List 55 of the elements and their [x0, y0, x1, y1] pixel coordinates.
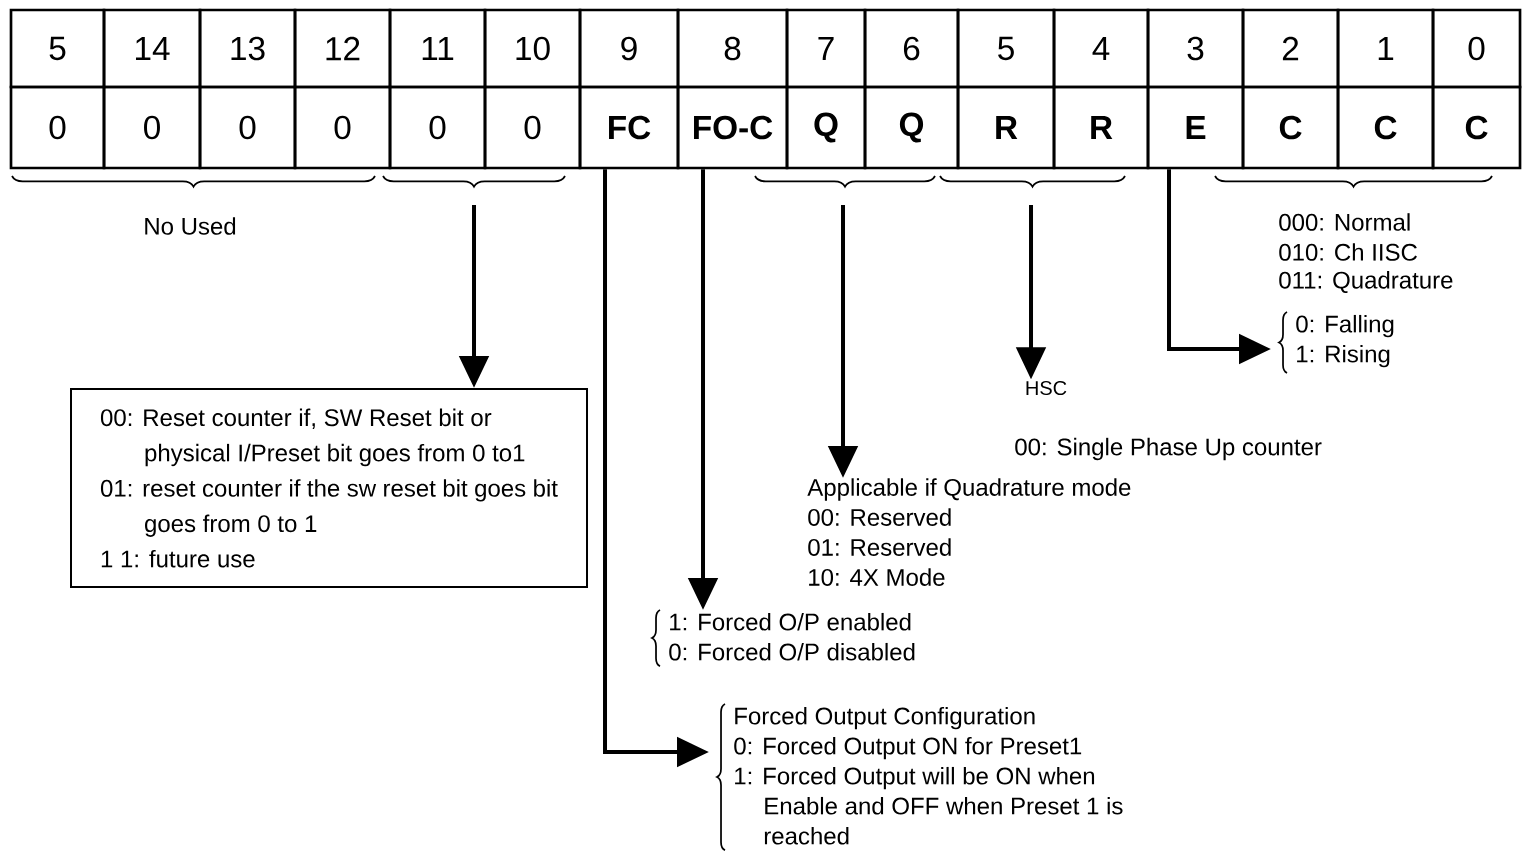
description-line: 1: Forced O/P enabled	[670, 612, 911, 631]
bit-number-cell: 5	[9, 8, 106, 89]
braced-note	[1278, 311, 1394, 374]
bit-number-cell: 2	[1241, 8, 1340, 89]
braced-note	[651, 609, 915, 668]
bit-value-cell: FO-C	[676, 85, 789, 170]
bit-value-cell: FC	[578, 85, 680, 170]
description-line: Applicable if Quadrature mode	[807, 478, 1131, 501]
bit-value-cell: 0	[102, 85, 202, 170]
description-line: Forced Output Configuration	[735, 706, 1035, 730]
bit-value-cell: C	[1431, 85, 1522, 170]
bit-value-cell: R	[956, 85, 1056, 170]
mode-label: HSC	[1026, 380, 1067, 396]
bit-number-cell: 9	[578, 8, 680, 89]
description-line: 00: Reserved	[808, 508, 951, 526]
bit-value-cell: C	[1241, 85, 1340, 170]
description-line: 1: Forced Output will be ON when Enable and OFF when Preset 1 is reached	[735, 766, 1123, 845]
bit-value-cell: 0	[9, 85, 106, 170]
bit-number-cell: 10	[483, 8, 582, 89]
bit-number-cell: 13	[198, 8, 297, 89]
bit-number-cell: 5	[956, 8, 1056, 89]
bit-number-cell: 3	[1146, 8, 1245, 89]
bit-number-cell: 7	[785, 8, 867, 89]
description-line: 10: 4X Mode	[809, 568, 945, 586]
bit-number-cell: 6	[863, 8, 960, 89]
bit-number-cell: 1	[1336, 8, 1435, 89]
bit-value-cell: 0	[388, 85, 487, 170]
bit-value-cell: Q	[863, 85, 960, 170]
description-line: 1 1: future use	[101, 549, 255, 568]
bit-value-cell: 0	[293, 85, 392, 170]
description-line: 0: Falling	[1296, 314, 1394, 338]
description-line: 00: Reset counter if, SW Reset bit or physical I/Preset bit goes from 0 to1	[100, 408, 525, 467]
bit-number-cell: 14	[102, 8, 202, 89]
bit-value-cell: E	[1146, 85, 1245, 170]
description-line: 0: Forced O/P disabled	[669, 642, 915, 661]
bit-value-cell: Q	[785, 85, 867, 170]
bit-value-cell: R	[1052, 85, 1150, 170]
description-box	[70, 388, 588, 588]
bit-value-cell: 0	[483, 85, 582, 170]
bit-number-cell: 4	[1052, 8, 1150, 89]
bit-value-cell: 0	[198, 85, 297, 170]
description-line: 1: Rising	[1297, 344, 1390, 368]
note-text: 000: Normal	[1279, 213, 1410, 231]
braced-note	[716, 703, 1123, 852]
bit-value-cell: C	[1336, 85, 1435, 170]
description-line: 0: Forced Output ON for Preset1	[734, 736, 1082, 760]
bit-number-cell: 8	[676, 8, 789, 89]
description-line: 01: reset counter if the sw reset bit goes bit goes from 0 to 1	[100, 479, 558, 537]
note-text: 010: Ch IISC	[1279, 243, 1417, 261]
note-text: 00: Single Phase Up counter	[1015, 437, 1322, 461]
note-text: No Used	[145, 217, 236, 235]
bit-number-cell: 0	[1431, 8, 1522, 89]
bit-number-cell: 11	[388, 8, 487, 89]
description-line: 01: Reserved	[808, 538, 951, 556]
bit-number-cell: 12	[293, 8, 392, 89]
